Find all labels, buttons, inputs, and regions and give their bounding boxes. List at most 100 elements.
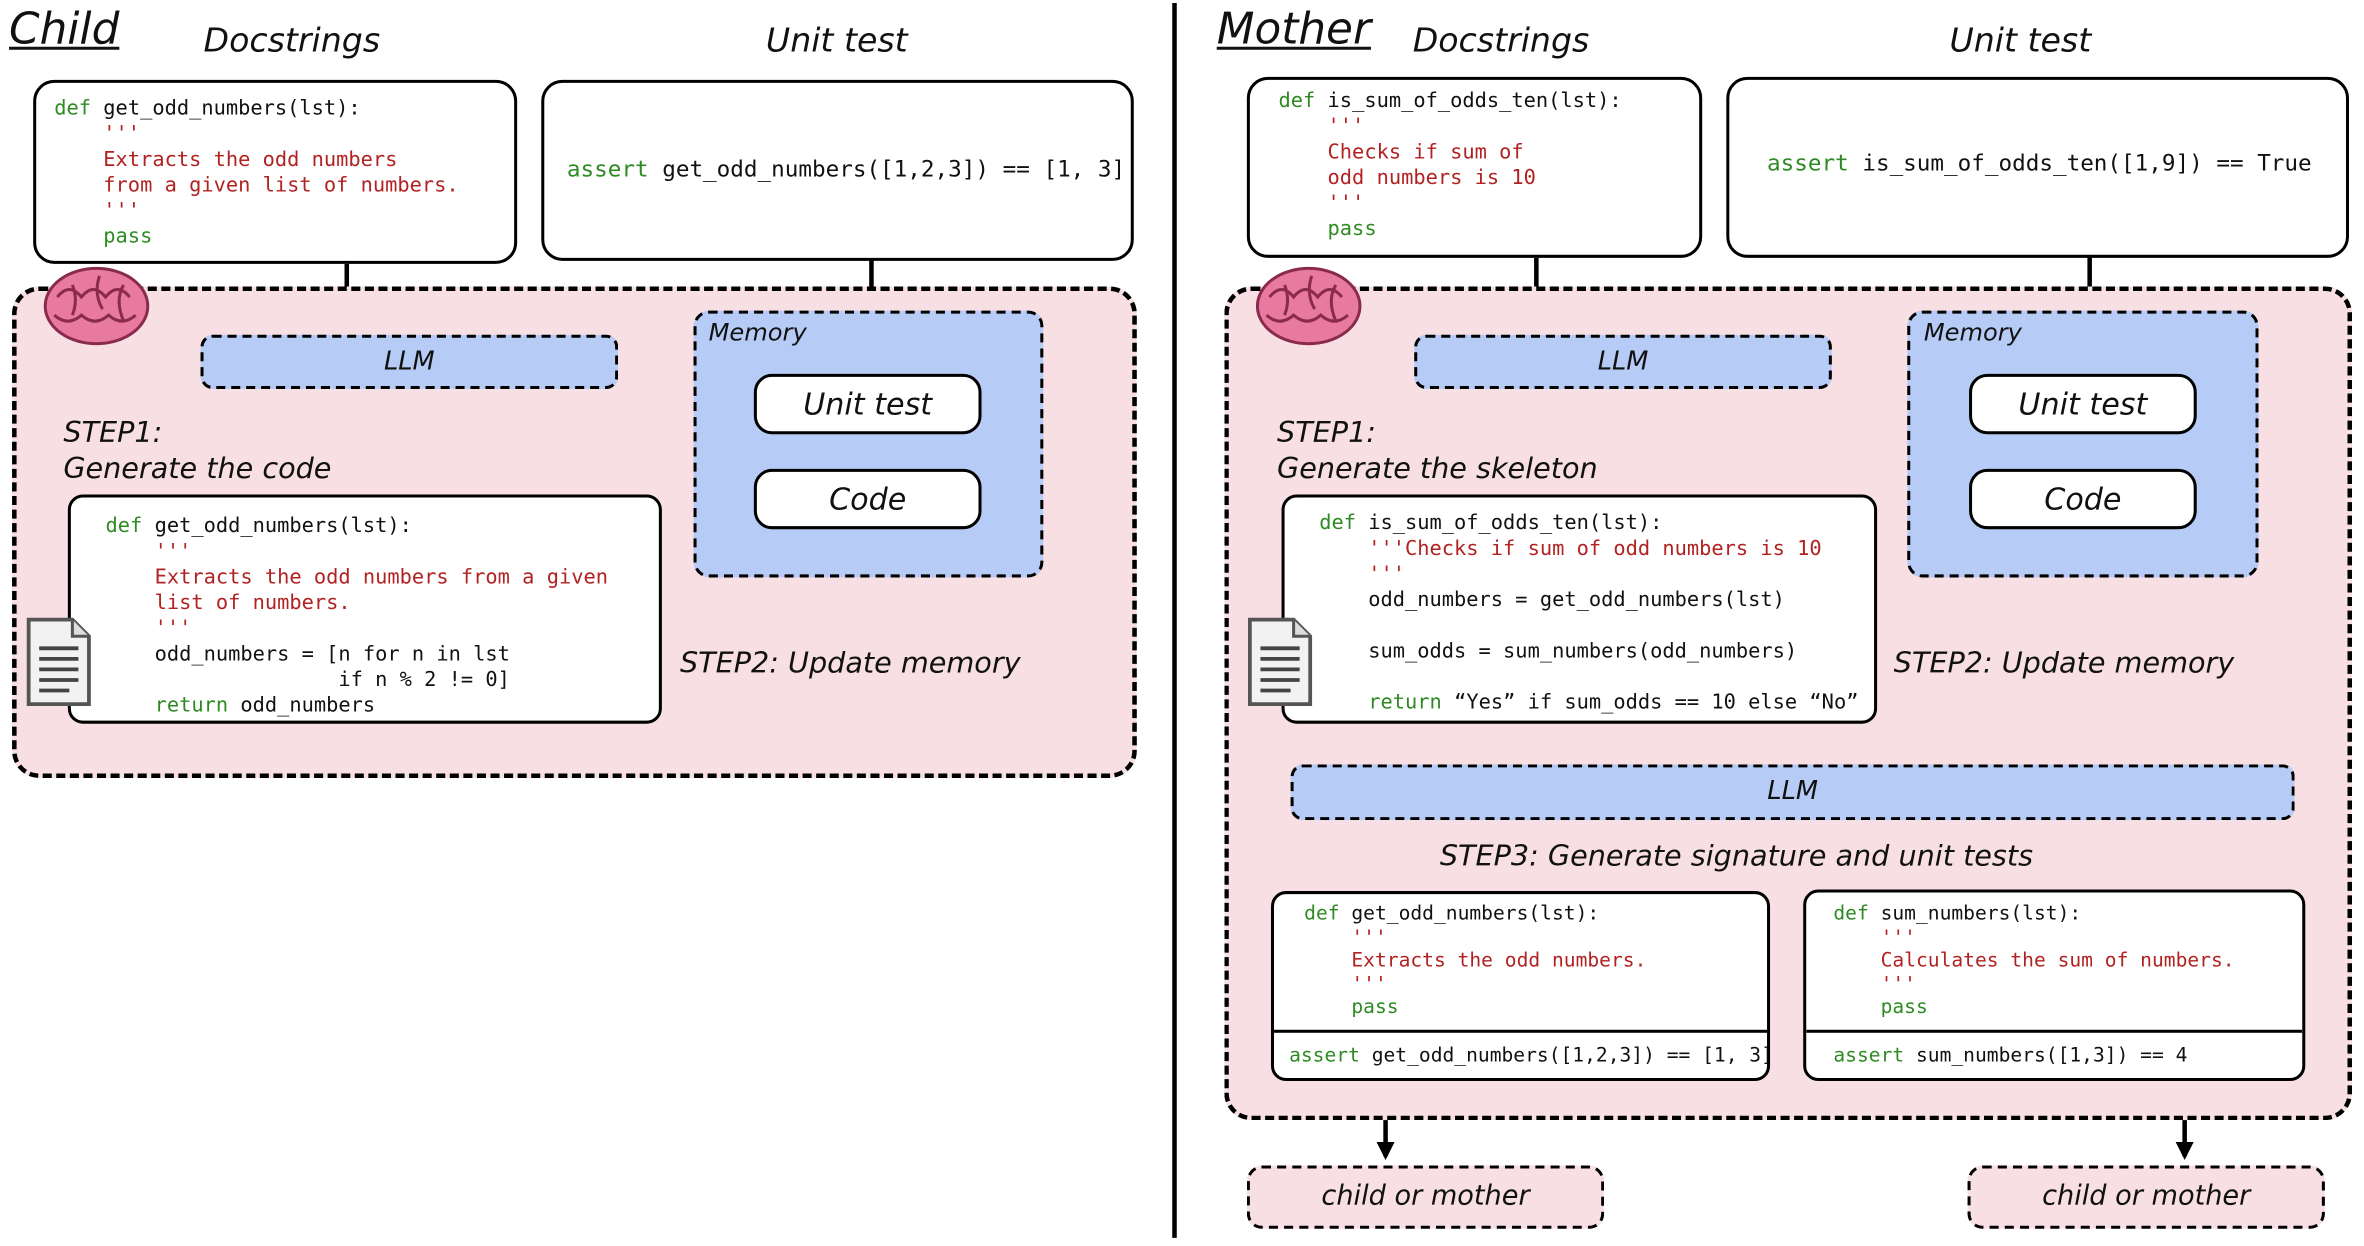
mother-title: Mother	[1216, 3, 1371, 55]
docstring-quote: '''	[154, 616, 192, 641]
function-signature: is_sum_of_odds_ten(lst):	[1356, 511, 1663, 536]
child-memory-unittest: Unit test	[753, 373, 982, 435]
keyword-assert: assert	[566, 155, 649, 183]
child-generated-code: def get_odd_numbers(lst): ''' Extracts t…	[106, 514, 608, 719]
keyword-return: return	[1368, 690, 1442, 715]
mother-memory-unittest: Unit test	[1969, 373, 2197, 435]
keyword-pass: pass	[1351, 996, 1399, 1020]
child-unittest-header: Unit test	[765, 22, 908, 61]
mother-unittest-card: assert is_sum_of_odds_ten([1,9]) == True	[1726, 76, 2349, 258]
code-line: odd_numbers = [n for n in lst	[154, 642, 510, 667]
subfunction-test: assert sum_numbers([1,3]) == 4	[1833, 1043, 2187, 1069]
keyword-pass: pass	[1880, 996, 1928, 1020]
subfunction-code: def sum_numbers(lst): ''' Calculates the…	[1833, 903, 2234, 1020]
docstring-quote: '''	[103, 199, 141, 224]
output-child-or-mother-right: child or mother	[1967, 1165, 2325, 1229]
docstring-line: list of numbers.	[154, 591, 351, 616]
docstring-quote: '''	[1880, 973, 1916, 996]
child-memory-label: Memory	[708, 318, 807, 347]
function-signature: sum_numbers(lst):	[1868, 903, 2082, 926]
child-generated-code-card: def get_odd_numbers(lst): ''' Extracts t…	[67, 494, 662, 724]
function-signature: get_odd_numbers(lst):	[91, 96, 361, 121]
child-memory-zone	[693, 310, 1044, 578]
child-llm-box: LLM	[200, 334, 619, 389]
mother-step3-label: STEP3: Generate signature and unit tests	[1439, 839, 2034, 873]
docstring-line: Checks if sum of	[1327, 140, 1524, 165]
mother-docstring-card: def is_sum_of_odds_ten(lst): ''' Checks …	[1246, 76, 1703, 258]
docstring-quote: '''	[1880, 926, 1916, 950]
code-line: odd_numbers = get_odd_numbers(lst)	[1368, 588, 1785, 613]
brain-icon	[43, 266, 150, 346]
child-unittest-code: assert get_odd_numbers([1,2,3]) == [1, 3…	[566, 155, 1126, 183]
mother-skeleton-code: def is_sum_of_odds_ten(lst): '''Checks i…	[1319, 511, 1858, 716]
mother-memory-code: Code	[1969, 468, 2197, 530]
child-title: Child	[9, 3, 120, 55]
subfunction-divider	[1806, 1029, 2303, 1033]
code-line: sum_odds = sum_numbers(odd_numbers)	[1368, 639, 1798, 664]
output-child-or-mother-left: child or mother	[1246, 1165, 1605, 1229]
assert-expression: get_odd_numbers([1,2,3]) == [1, 3]	[648, 155, 1126, 183]
code-line: “Yes” if sum_odds == 10 else “No”	[1441, 690, 1859, 715]
subfunction-divider	[1274, 1029, 1768, 1033]
child-docstring-card: def get_odd_numbers(lst): ''' Extracts t…	[33, 79, 518, 264]
docstring-line: Extracts the odd numbers.	[1351, 949, 1647, 973]
keyword-def: def	[1304, 903, 1340, 926]
docstring-quote: '''	[103, 122, 141, 147]
docstring-line: Extracts the odd numbers from a given	[154, 565, 608, 590]
child-memory-code: Code	[753, 468, 982, 530]
keyword-assert: assert	[1289, 1044, 1360, 1068]
subfunction-card-sum-numbers: def sum_numbers(lst): ''' Calculates the…	[1803, 889, 2306, 1082]
function-signature: get_odd_numbers(lst):	[142, 514, 412, 539]
docstring-quote: '''	[154, 539, 192, 564]
document-icon	[26, 617, 91, 706]
docstring-quote: '''	[1351, 926, 1387, 950]
docstring-quote: '''	[1327, 114, 1365, 139]
docstring-quote: '''	[1327, 191, 1365, 216]
assert-expression: sum_numbers([1,3]) == 4	[1904, 1044, 2188, 1068]
docstring-quote: '''	[1351, 973, 1387, 996]
child-docstring-code: def get_odd_numbers(lst): ''' Extracts t…	[54, 96, 458, 250]
keyword-pass: pass	[1327, 217, 1377, 242]
child-docstrings-header: Docstrings	[203, 22, 381, 61]
keyword-def: def	[1833, 903, 1869, 926]
mother-step1-label: STEP1: Generate the skeleton	[1277, 416, 1598, 486]
function-signature: is_sum_of_odds_ten(lst):	[1315, 88, 1622, 114]
mother-unittest-code: assert is_sum_of_odds_ten([1,9]) == True	[1767, 149, 2312, 177]
subfunction-code: def get_odd_numbers(lst): ''' Extracts t…	[1304, 903, 1646, 1020]
child-step2-label: STEP2: Update memory	[679, 646, 1021, 680]
docstring-line: Calculates the sum of numbers.	[1880, 949, 2235, 973]
mother-memory-zone	[1907, 310, 2259, 578]
docstring-quote: '''	[1368, 562, 1406, 587]
document-icon	[1247, 617, 1313, 706]
mother-llm2-box: LLM	[1290, 764, 2295, 821]
child-unittest-card: assert get_odd_numbers([1,2,3]) == [1, 3…	[541, 79, 1134, 261]
mother-skeleton-card: def is_sum_of_odds_ten(lst): '''Checks i…	[1281, 494, 1878, 724]
keyword-assert: assert	[1833, 1044, 1905, 1068]
code-line: if n % 2 != 0]	[154, 667, 510, 693]
docstring-line: Extracts the odd numbers	[103, 147, 398, 172]
mother-docstring-code: def is_sum_of_odds_ten(lst): ''' Checks …	[1279, 89, 1622, 243]
subfunction-card-get-odd-numbers: def get_odd_numbers(lst): ''' Extracts t…	[1270, 891, 1771, 1082]
mother-memory-label: Memory	[1923, 318, 2022, 347]
subfunction-test: assert get_odd_numbers([1,2,3]) == [1, 3…	[1289, 1043, 1771, 1069]
keyword-def: def	[54, 96, 92, 121]
keyword-return: return	[154, 693, 229, 718]
code-line: odd_numbers	[228, 693, 376, 718]
mother-step2-label: STEP2: Update memory	[1893, 646, 2235, 680]
keyword-def: def	[1278, 88, 1316, 114]
keyword-def: def	[105, 514, 143, 539]
mother-llm-box: LLM	[1414, 334, 1832, 389]
keyword-assert: assert	[1767, 149, 1849, 177]
mother-unittest-header: Unit test	[1949, 22, 2092, 61]
function-signature: get_odd_numbers(lst):	[1339, 903, 1600, 926]
assert-expression: is_sum_of_odds_ten([1,9]) == True	[1848, 149, 2312, 177]
assert-expression: get_odd_numbers([1,2,3]) == [1, 3]	[1359, 1044, 1771, 1068]
keyword-def: def	[1319, 511, 1357, 536]
docstring-line: '''Checks if sum of odd numbers is 10	[1368, 536, 1822, 561]
keyword-pass: pass	[103, 224, 153, 249]
mother-docstrings-header: Docstrings	[1412, 22, 1590, 61]
docstring-line: odd numbers is 10	[1327, 165, 1536, 190]
child-step1-label: STEP1: Generate the code	[63, 416, 332, 486]
docstring-line: from a given list of numbers.	[103, 173, 459, 198]
brain-icon	[1255, 266, 1362, 346]
